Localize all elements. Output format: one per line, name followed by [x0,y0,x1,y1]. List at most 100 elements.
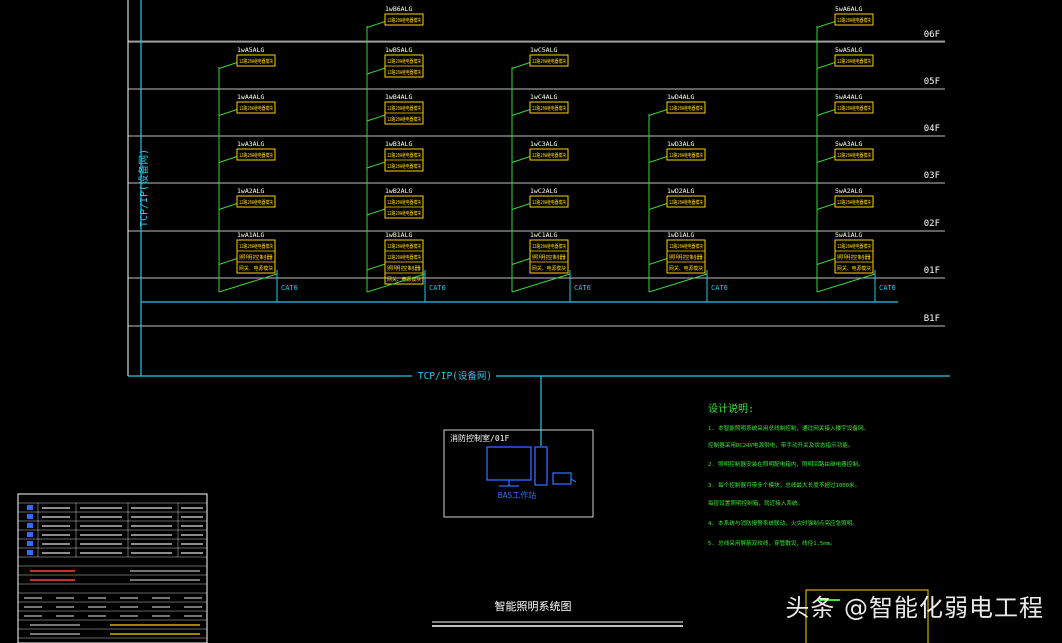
floor-label: 02F [924,219,940,229]
panel-name: 1wC1ALG [530,231,557,239]
corner-box [805,589,929,643]
panel-row-text: 12路20A继电器模块 [669,243,703,250]
panel-box [529,195,569,208]
design-note: 4. 本系统与消防报警系统联动，火灾时强制点亮应急照明。 [708,519,858,527]
design-notes-items: 1. 本智能照明系统采用总线制控制，通过网关接入楼宇设备网。控制器采用DC24V… [708,424,869,547]
panel-row-text: 12路20A继电器模块 [387,210,421,217]
panel-row-text: 12路20A继电器模块 [669,105,703,112]
panel-connector [816,109,836,116]
panel-row-text: 12路20A继电器模块 [837,243,871,250]
floor-label: 03F [924,171,940,181]
panel-name: 1wD2ALG [667,187,694,195]
design-note: 3. 每个控制器可带多个模块，总线最大长度不超过1000米。 [708,481,860,489]
drawing-title-block: 智能照明系统图 [432,599,683,627]
branch-tail [218,273,278,293]
control-room: 消防控制室/01F BAS工作站 [443,429,594,518]
panel-row-text: 12路20A继电器模块 [532,199,566,206]
panel-row-text: 12路20A继电器模块 [239,58,273,65]
panel-name: 5wA1ALG [835,231,862,239]
control-room-title: 消防控制室/01F [450,433,509,443]
lighting-panel: 1wA5ALG 12路20A继电器模块 [218,46,276,69]
panel-name: 1wB6ALG [385,5,412,13]
panel-row-text: 12路20A继电器模块 [837,152,871,159]
cat6-label: CAT6 [711,284,728,292]
panel-row-text: 照明控制器 [669,254,703,261]
panel-name: 1wB5ALG [385,46,412,54]
panel-connector [816,203,836,210]
panel-connector [816,156,836,163]
panel-name: 1wA1ALG [237,231,264,239]
panel-row-text: 照明控制器 [837,254,871,261]
panel-connector [648,109,668,116]
panel-name: 5wA6ALG [835,5,862,13]
legend-frame [17,493,208,643]
panel-name: 1wA5ALG [237,46,264,54]
pc-tower-icon [534,446,548,486]
legend-symbol [27,550,33,555]
panel-name: 5wA2ALG [835,187,862,195]
panel-box [236,101,276,114]
panel-name: 1wC4ALG [530,93,557,101]
panel-row-text: 12路20A继电器模块 [387,243,421,250]
panel-connector [366,21,386,28]
panel-connector [511,156,531,163]
design-note: 每层设置照明控制箱，就近接入系统。 [708,499,803,507]
panel-box [834,13,874,26]
panel-row-text: 12路20A继电器模块 [387,116,421,123]
watermark: 头条 @智能化弱电工程 [785,594,1044,622]
panel-row-text: 照明控制器 [387,265,421,272]
panel-name: 1wB1ALG [385,231,412,239]
panel-name: 1wD3ALG [667,140,694,148]
panel-column: 1wA5ALG12路20A继电器模块1wA4ALG12路20A继电器模块1wA3… [218,46,298,302]
drawing-title: 智能照明系统图 [495,599,572,613]
panel-box [529,239,569,274]
panel-connector [648,258,668,265]
panel-connector [366,263,386,271]
panel-connector [218,258,238,265]
vertical-tcpip-label: TCP/IP(设备网) [137,149,150,227]
panel-connector [511,258,531,265]
panel-connector [218,203,238,210]
branch-tail [648,273,708,293]
workstation-label: BAS工作站 [498,490,536,500]
panel-box [834,195,874,208]
panel-row-text: 12路20A继电器模块 [532,152,566,159]
legend-symbol [27,505,33,510]
panel-connector [816,62,836,69]
panel-name: 1wC2ALG [530,187,557,195]
panel-box [529,101,569,114]
panel-row-text: 12路20A继电器模块 [387,163,421,170]
design-note: 2. 照明控制器安装在照明配电箱内，照明回路由继电器控制。 [708,460,864,468]
panel-box [666,148,706,161]
branch-tail [366,273,426,293]
floor-label: B1F [924,314,940,324]
legend-symbol [27,532,33,537]
panel-row-text: 网关、电源模块 [837,265,871,272]
panel-connector [648,203,668,210]
panel-box [529,148,569,161]
legend-symbol [27,541,33,546]
cat6-label: CAT6 [281,284,298,292]
panel-column: 1wC5ALG12路20A继电器模块1wC4ALG12路20A继电器模块1wC3… [511,46,591,302]
legend-symbol [27,523,33,528]
floor-label: 01F [924,266,940,276]
panel-name: 5wA4ALG [835,93,862,101]
control-room-frame [443,429,594,518]
